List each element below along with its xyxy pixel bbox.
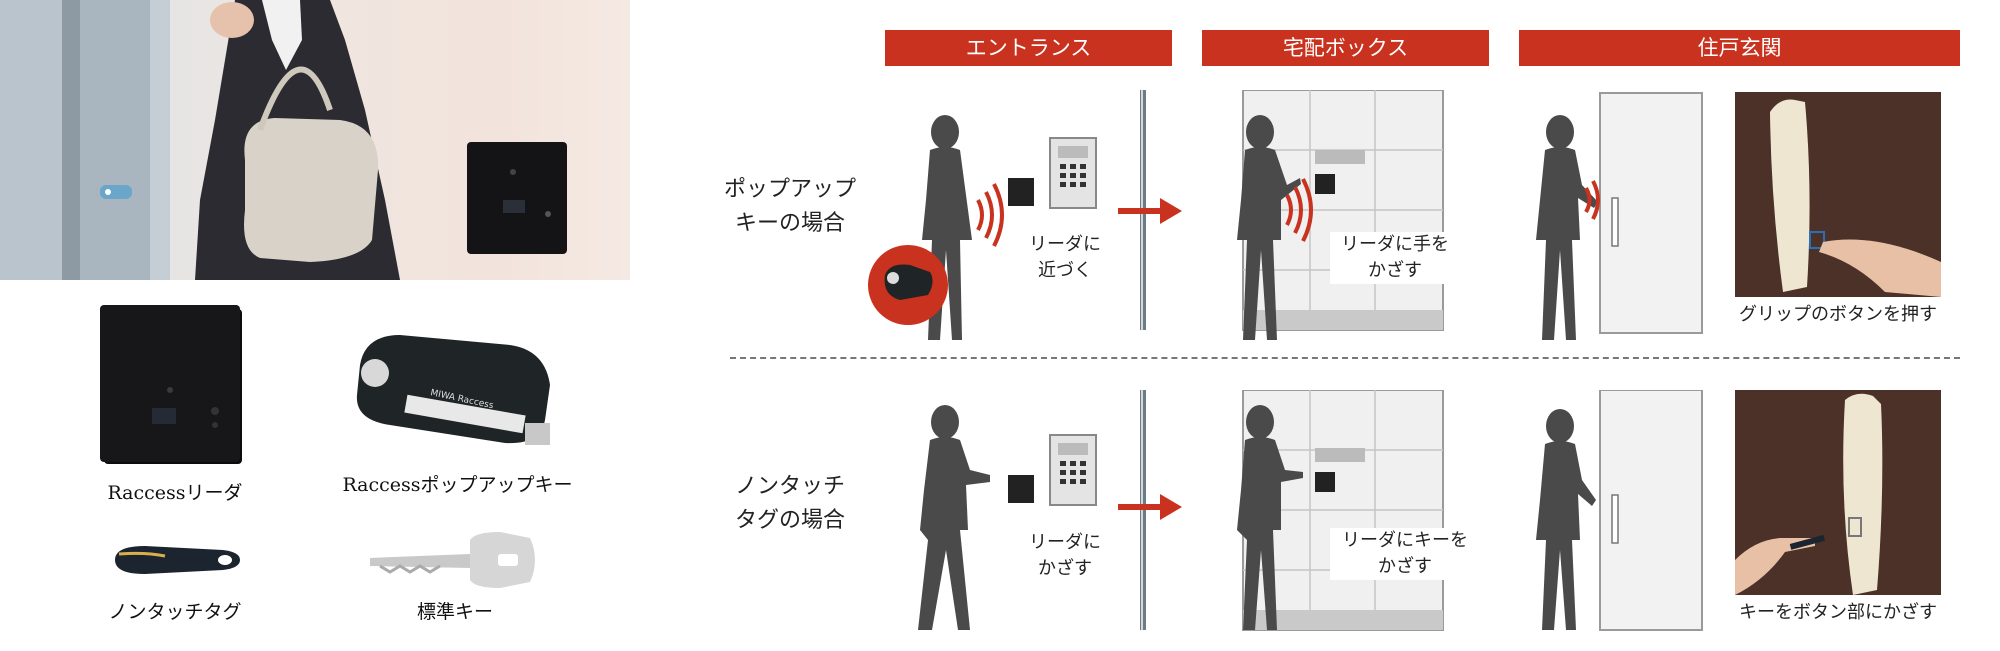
- row1-door-illustration: [1530, 90, 1710, 340]
- row-label-popup-line2: キーの場合: [734, 211, 845, 236]
- header-door: 住戸玄関: [1519, 30, 1960, 66]
- hero-photo: [0, 0, 630, 280]
- row1-delivery-caption-line1: リーダに手を: [1341, 234, 1449, 255]
- header-entrance: エントランス: [885, 30, 1172, 66]
- row-label-tag-line2: タグの場合: [734, 508, 845, 533]
- tag-product-image: [105, 540, 245, 580]
- row1-door-caption: グリップのボタンを押す: [1739, 304, 1937, 325]
- row1-entrance-caption: リーダに 近づく: [1010, 232, 1120, 284]
- row2-delivery-caption-line1: リーダにキーを: [1342, 530, 1468, 551]
- header-delivery-box: 宅配ボックス: [1202, 30, 1489, 66]
- row-label-tag: ノンタッチ タグの場合: [700, 470, 880, 538]
- row1-delivery-caption-line2: かざす: [1368, 260, 1422, 281]
- row2-delivery-illustration: [1215, 390, 1455, 640]
- row-label-tag-line1: ノンタッチ: [734, 474, 845, 499]
- row1-delivery-caption: リーダに手を かざす: [1330, 232, 1460, 284]
- popup-key-label: Raccessポップアップキー: [342, 474, 573, 496]
- row1-door-photo: [1735, 92, 1941, 297]
- row2-door-caption: キーをボタン部にかざす: [1739, 602, 1937, 623]
- row-divider: [730, 357, 1960, 359]
- tag-label: ノンタッチタグ: [108, 601, 242, 623]
- row1-entrance-caption-line2: 近づく: [1038, 260, 1092, 281]
- standard-key-product-image: [370, 530, 540, 590]
- row2-delivery-caption: リーダにキーを かざす: [1330, 528, 1480, 580]
- row-label-popup: ポップアップ キーの場合: [700, 173, 880, 241]
- row2-arrow: [1118, 494, 1182, 520]
- row1-arrow: [1118, 198, 1182, 224]
- row1-delivery-illustration: [1215, 90, 1455, 340]
- popup-key-product-image: MIWA Raccess: [345, 325, 560, 455]
- reader-product-image: [100, 305, 246, 470]
- row2-entrance-caption-line2: かざす: [1038, 558, 1092, 579]
- row1-entrance-illustration: [860, 90, 1200, 350]
- row-label-popup-line1: ポップアップ: [723, 177, 856, 202]
- row2-entrance-caption: リーダに かざす: [1010, 530, 1120, 582]
- row1-entrance-caption-line1: リーダに: [1029, 234, 1101, 255]
- row2-door-photo: [1735, 390, 1941, 595]
- row2-delivery-caption-line2: かざす: [1378, 556, 1432, 577]
- row2-door-illustration: [1530, 390, 1710, 640]
- row2-entrance-caption-line1: リーダに: [1029, 532, 1101, 553]
- standard-key-label: 標準キー: [416, 601, 493, 623]
- reader-label: Raccessリーダ: [107, 482, 243, 504]
